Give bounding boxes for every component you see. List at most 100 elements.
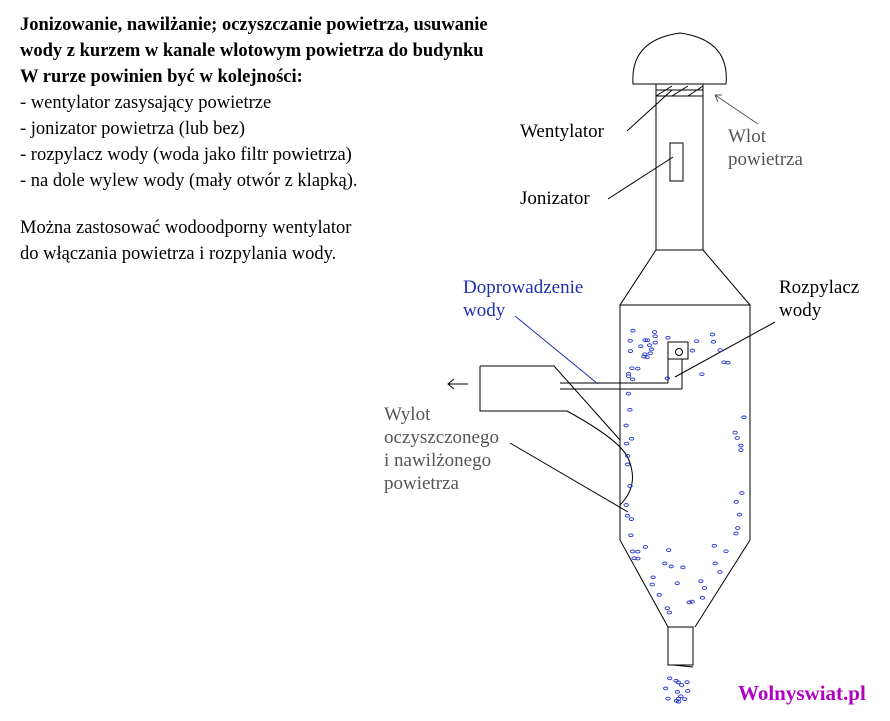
label-rozpylacz: Rozpylacz wody xyxy=(779,277,860,321)
droplet xyxy=(628,517,635,521)
droplet xyxy=(684,680,690,684)
droplet xyxy=(644,355,650,360)
rozpylacz-pointer xyxy=(674,321,776,378)
droplet xyxy=(667,676,673,681)
droplet xyxy=(735,526,741,530)
droplet xyxy=(646,343,653,348)
droplet xyxy=(717,348,723,352)
droplet xyxy=(717,570,723,574)
jonizator-pointer xyxy=(607,156,674,200)
droplet xyxy=(663,686,669,691)
list-item: - rozpylacz wody (woda jako filtr powiet… xyxy=(20,145,352,165)
droplet xyxy=(685,689,691,693)
droplet xyxy=(624,454,631,458)
fan-line xyxy=(687,85,704,97)
upper-cone xyxy=(619,249,752,306)
droplet xyxy=(630,328,636,333)
droplet xyxy=(694,339,700,344)
droplet xyxy=(699,595,706,600)
droplet xyxy=(638,344,644,349)
droplet xyxy=(648,347,655,352)
droplet xyxy=(736,512,743,517)
droplet xyxy=(699,372,705,377)
droplet xyxy=(652,340,658,345)
fan-line xyxy=(671,85,689,97)
droplet xyxy=(647,351,653,356)
droplet xyxy=(624,513,631,518)
list-item: - wentylator zasysający powietrze xyxy=(20,93,272,113)
droplet xyxy=(666,610,672,615)
droplet xyxy=(624,462,631,467)
drain-flap xyxy=(672,664,694,668)
droplet xyxy=(733,500,739,504)
droplet xyxy=(686,600,692,605)
droplet xyxy=(665,696,671,701)
droplet xyxy=(635,556,641,561)
droplet xyxy=(631,556,637,561)
droplet xyxy=(630,377,636,382)
droplet xyxy=(642,545,649,549)
label-jonizator: Jonizator xyxy=(520,188,590,209)
sprayer-box xyxy=(667,341,689,360)
drain-tube xyxy=(667,626,694,666)
droplet xyxy=(650,575,656,580)
droplet xyxy=(668,564,674,569)
droplet xyxy=(734,436,740,440)
droplet xyxy=(628,436,635,441)
droplet xyxy=(662,561,668,566)
dome-cap xyxy=(632,32,727,85)
lower-cone-left xyxy=(619,539,669,628)
droplet xyxy=(689,348,696,353)
droplet xyxy=(710,339,717,344)
wlot-arrow-icon xyxy=(714,94,759,125)
droplet xyxy=(678,683,685,687)
fan-line xyxy=(655,85,673,97)
droplet xyxy=(666,548,672,552)
list-item: - na dole wylew wody (mały otwór z klapk… xyxy=(20,171,358,191)
droplet xyxy=(623,503,629,507)
droplet xyxy=(711,543,717,548)
droplet xyxy=(709,332,716,337)
description-block: Jonizowanie, nawilżanie; oczyszczanie po… xyxy=(20,12,620,267)
droplet xyxy=(721,360,727,365)
droplet xyxy=(733,531,739,536)
droplet xyxy=(635,366,641,371)
droplet xyxy=(665,335,671,340)
droplet xyxy=(627,484,633,488)
droplet xyxy=(664,606,670,611)
note-line-2: do włączania powietrza i rozpylania wody… xyxy=(20,244,337,264)
droplet xyxy=(712,561,718,566)
droplet xyxy=(680,565,686,570)
droplet xyxy=(674,581,680,586)
order-heading: W rurze powinien być w kolejności: xyxy=(20,67,303,87)
droplet xyxy=(635,549,641,554)
outlet-duct xyxy=(479,365,633,506)
brand-watermark: Wolnyswiat.pl xyxy=(738,681,866,705)
droplet xyxy=(656,593,662,597)
droplet xyxy=(644,338,651,343)
label-doprowadzenie: Doprowadzenie wody xyxy=(463,277,584,321)
lower-cone-right xyxy=(694,539,751,628)
droplet xyxy=(682,697,688,701)
sprayer-nozzle xyxy=(675,348,683,356)
title-line-1: Jonizowanie, nawilżanie; oczyszczanie po… xyxy=(20,15,488,35)
droplet xyxy=(641,354,647,359)
doprowadzenie-pointer xyxy=(514,315,599,385)
droplet xyxy=(642,338,648,342)
droplet xyxy=(738,443,744,448)
ionizer-box xyxy=(669,142,684,182)
droplet xyxy=(678,694,684,699)
label-wylot: Wylot oczyszczonego i nawilżonego powiet… xyxy=(384,404,499,494)
droplet xyxy=(627,407,633,412)
label-wlot: Wlot powietrza xyxy=(728,126,803,170)
droplet xyxy=(698,579,704,583)
droplet xyxy=(652,334,658,339)
title-line-2: wody z kurzem w kanale wlotowym powietrz… xyxy=(20,41,484,61)
droplet xyxy=(627,349,634,353)
droplet xyxy=(701,586,708,590)
droplet xyxy=(723,549,729,554)
droplet xyxy=(627,338,633,343)
label-wentylator: Wentylator xyxy=(520,121,604,142)
droplet xyxy=(623,423,629,428)
water-droplets xyxy=(623,328,747,704)
